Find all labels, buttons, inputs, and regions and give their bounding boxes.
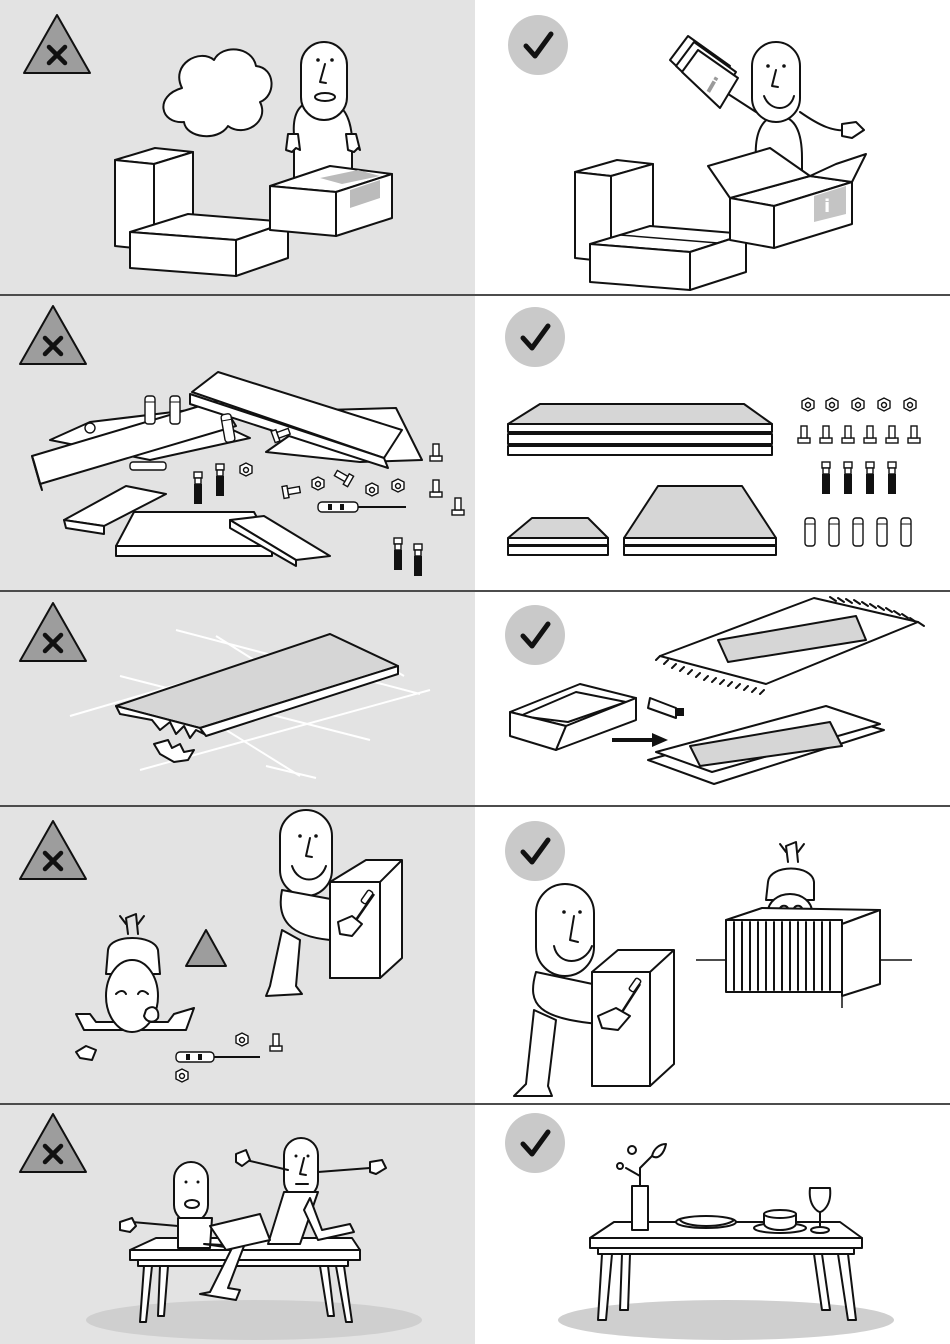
sticker-letter: i bbox=[824, 196, 830, 217]
instruction-booklet: i bbox=[670, 36, 738, 108]
table-shadow bbox=[86, 1300, 422, 1340]
set-table bbox=[590, 1144, 862, 1320]
sorted-panels bbox=[508, 404, 776, 555]
check-icon bbox=[508, 15, 568, 75]
open-box: i bbox=[708, 148, 866, 248]
row-4-right-panel bbox=[505, 821, 912, 1096]
row-2-right-panel bbox=[505, 307, 920, 555]
check-icon bbox=[505, 307, 565, 367]
vase-icon bbox=[617, 1144, 666, 1230]
row-5-right-panel bbox=[505, 1113, 894, 1340]
row-1-right-panel: i i bbox=[508, 15, 866, 290]
child-in-playpen bbox=[696, 842, 912, 1008]
utility-knife-icon bbox=[648, 698, 684, 718]
check-icon bbox=[505, 605, 565, 665]
check-icon bbox=[505, 1113, 565, 1173]
sorted-hardware bbox=[798, 398, 920, 546]
check-icon bbox=[505, 821, 565, 881]
table-shadow bbox=[558, 1300, 894, 1340]
adult-assembling bbox=[514, 884, 674, 1096]
arrow-icon bbox=[612, 733, 668, 747]
plate-icon bbox=[676, 1216, 736, 1228]
rug bbox=[656, 597, 924, 694]
cardboard-sheets bbox=[648, 706, 884, 784]
row-3-right-panel bbox=[505, 597, 924, 784]
